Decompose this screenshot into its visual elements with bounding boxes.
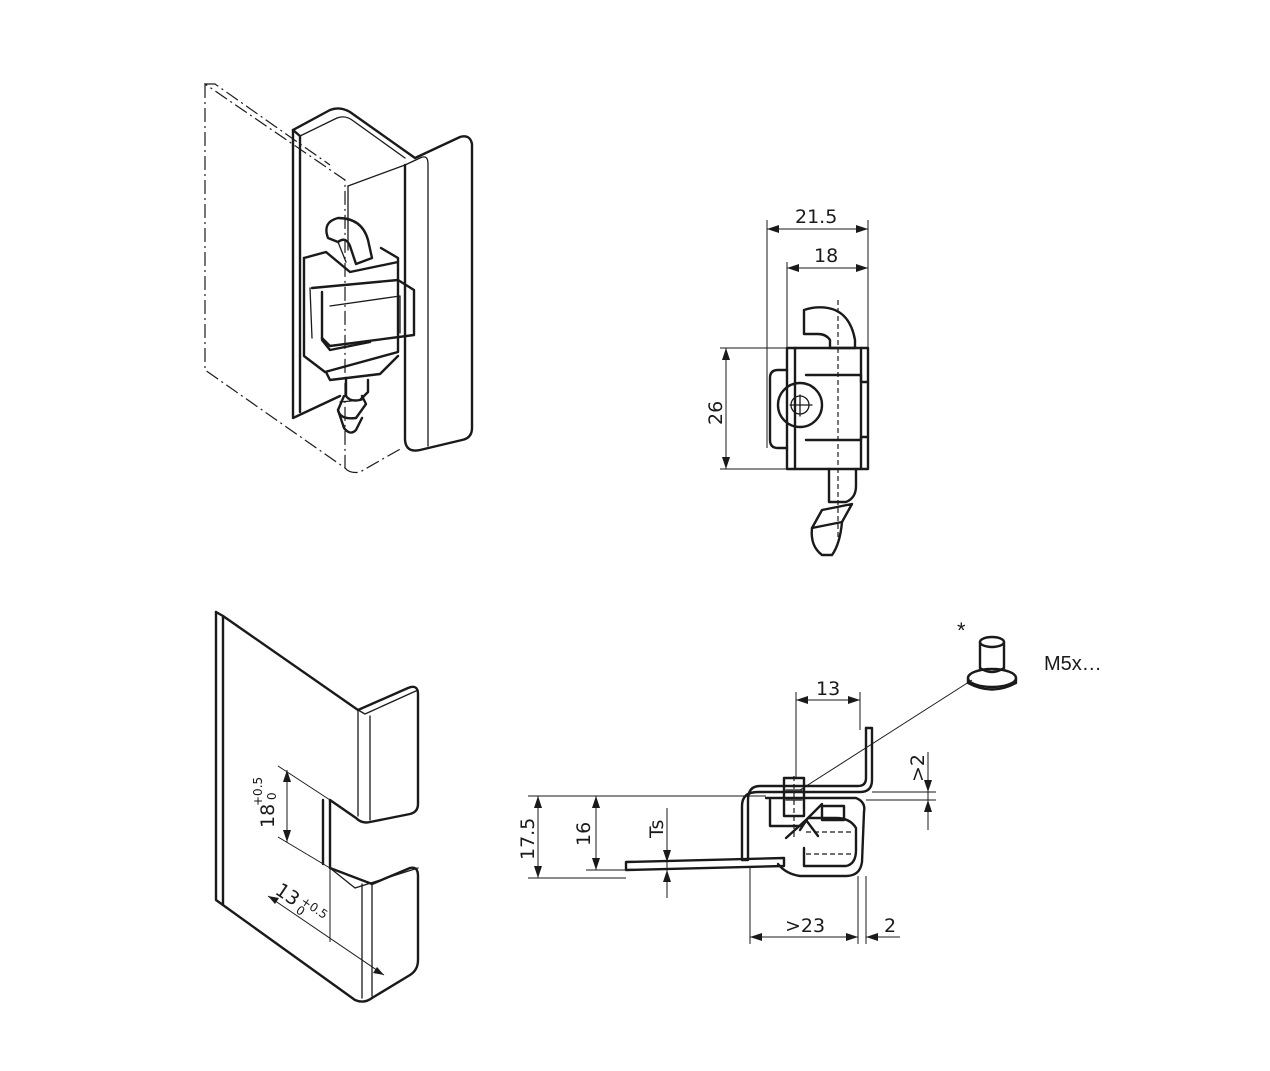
- dim-min-length: >23: [785, 915, 825, 937]
- dim-cutout-height-tol-lower: 0: [265, 792, 279, 800]
- dim-sheet-thickness: Ts: [646, 820, 668, 839]
- dim-cutout-depth-tol-lower: 0: [293, 903, 307, 919]
- dim-cutout-height: 18: [257, 804, 279, 828]
- isometric-hinge-view: [204, 82, 474, 474]
- dim-height-body: 26: [705, 401, 727, 425]
- dim-width-total: 21.5: [795, 206, 837, 228]
- dim-wall: 2: [884, 915, 896, 937]
- screw-icon: [966, 635, 1018, 691]
- front-elevation-view: 21.5 18 26: [705, 206, 870, 557]
- dim-section-height-total: 17.5: [517, 818, 539, 860]
- dim-cutout-height-tol-upper: +0.5: [251, 777, 265, 806]
- dim-section-width: 13: [816, 678, 840, 700]
- screw-label: M5x…: [1044, 653, 1102, 675]
- section-view: * M5x… 13 >2: [517, 618, 1102, 944]
- dim-width-body: 18: [814, 245, 838, 267]
- profile-cutout-view: 18 +0.5 0 13 +0.5 0: [214, 610, 420, 1003]
- dim-section-height: 16: [573, 822, 595, 846]
- dim-gap: >2: [907, 754, 929, 782]
- screw-marker: *: [957, 618, 966, 643]
